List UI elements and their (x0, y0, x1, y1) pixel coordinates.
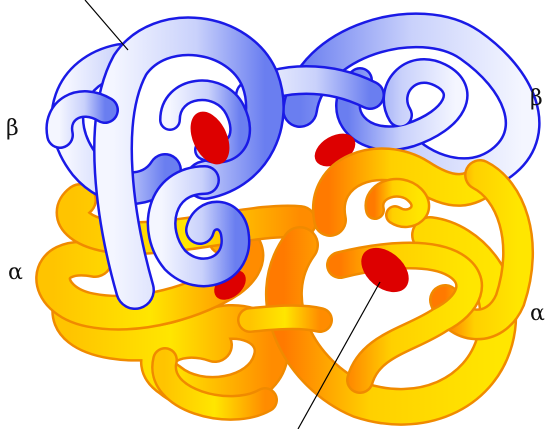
label-beta-right: β (530, 86, 543, 111)
label-alpha-right: α (530, 301, 545, 326)
heme-group-alpha (361, 247, 409, 293)
label-alpha-left: α (8, 260, 23, 285)
pointer-line-bottom (297, 281, 381, 429)
label-beta-left: β (6, 116, 19, 141)
pointer-line-top (84, 0, 129, 51)
heme-group-beta (190, 111, 230, 165)
alpha-chain-right (237, 147, 534, 426)
beta-chain-left (45, 16, 285, 310)
